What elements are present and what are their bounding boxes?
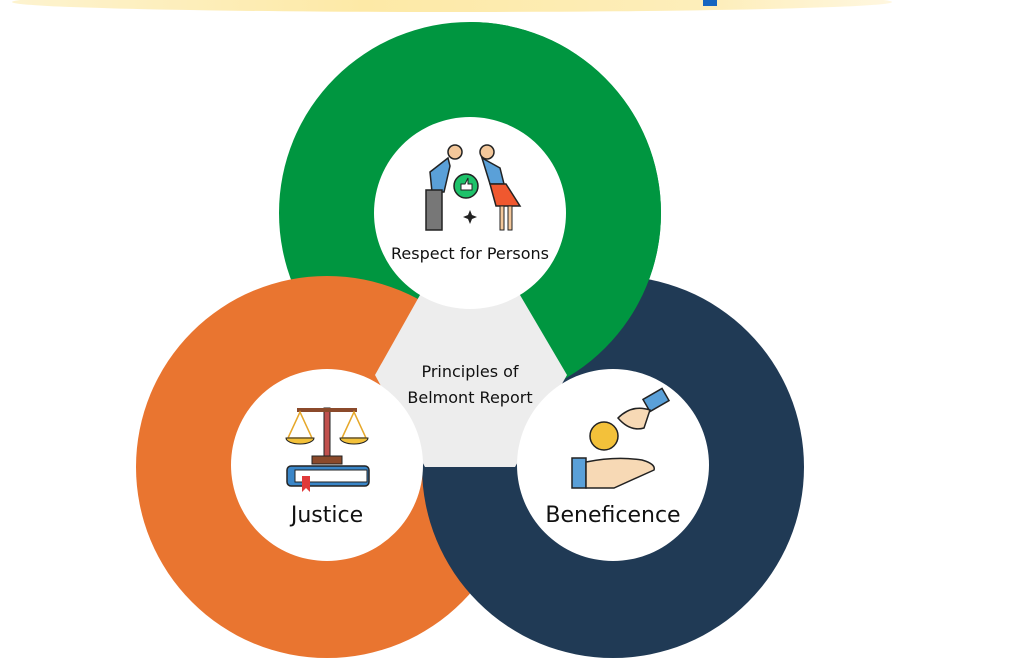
justice-inner [231,369,423,561]
beneficence-label: Beneficence [545,503,680,528]
center-title-line1: Principles of [421,362,518,381]
hand-giving-coin-icon [571,387,671,489]
scales-of-justice-icon [285,407,370,492]
people-bowing-icon [425,144,522,231]
center-title-line2: Belmont Report [407,388,532,407]
justice-label: Justice [289,503,363,528]
respect-label: Respect for Persons [391,244,549,263]
blue-marker [703,0,717,6]
center-region [375,295,567,467]
decorative-header-strip [12,0,892,12]
